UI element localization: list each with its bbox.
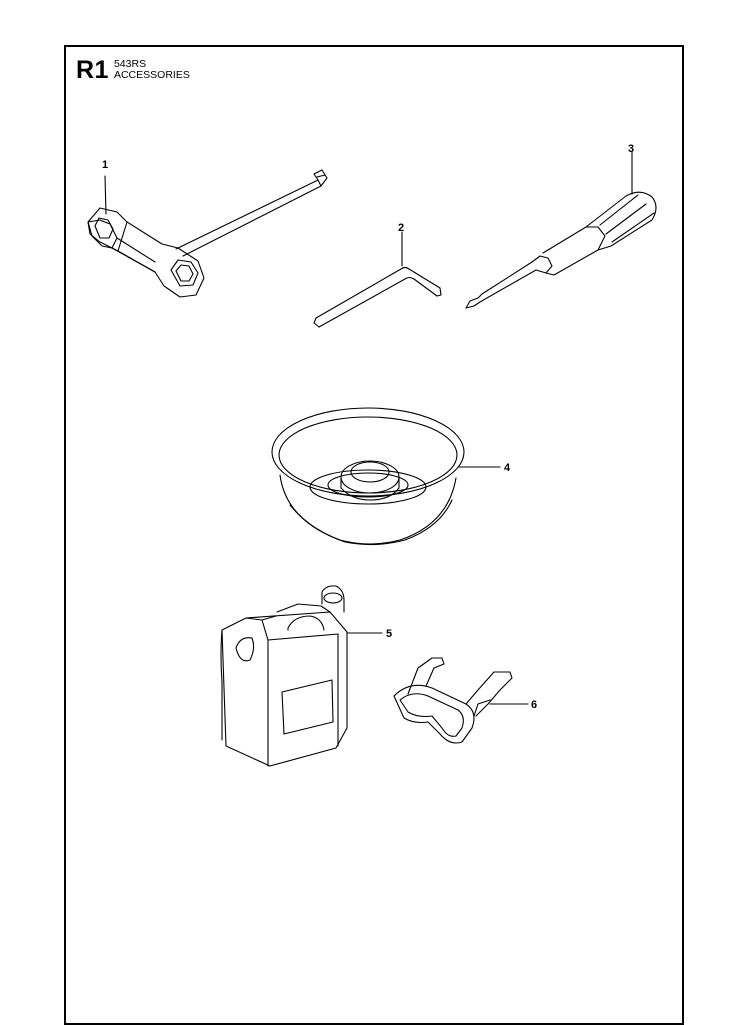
callout-label-3: 3 bbox=[628, 143, 634, 155]
callout-label-1: 1 bbox=[102, 159, 108, 171]
section-title: ACCESSORIES bbox=[113, 69, 190, 81]
callout-label-6: 6 bbox=[531, 699, 537, 711]
page-header: R1 543RS ACCESSORIES bbox=[76, 56, 190, 84]
callout-label-5: 5 bbox=[386, 628, 392, 640]
support-cup-icon bbox=[271, 407, 501, 546]
callout-label-2: 2 bbox=[398, 222, 404, 234]
section-code: R1 bbox=[76, 56, 109, 84]
model-name: 543RS bbox=[113, 58, 147, 70]
protective-goggles-icon bbox=[393, 657, 529, 744]
combination-can-icon bbox=[220, 585, 383, 767]
screwdriver-icon bbox=[465, 151, 657, 309]
combination-spanner-icon bbox=[87, 169, 328, 298]
header-text: 543RS ACCESSORIES bbox=[114, 59, 190, 81]
hex-key-icon bbox=[313, 231, 442, 328]
callout-label-4: 4 bbox=[504, 462, 511, 474]
